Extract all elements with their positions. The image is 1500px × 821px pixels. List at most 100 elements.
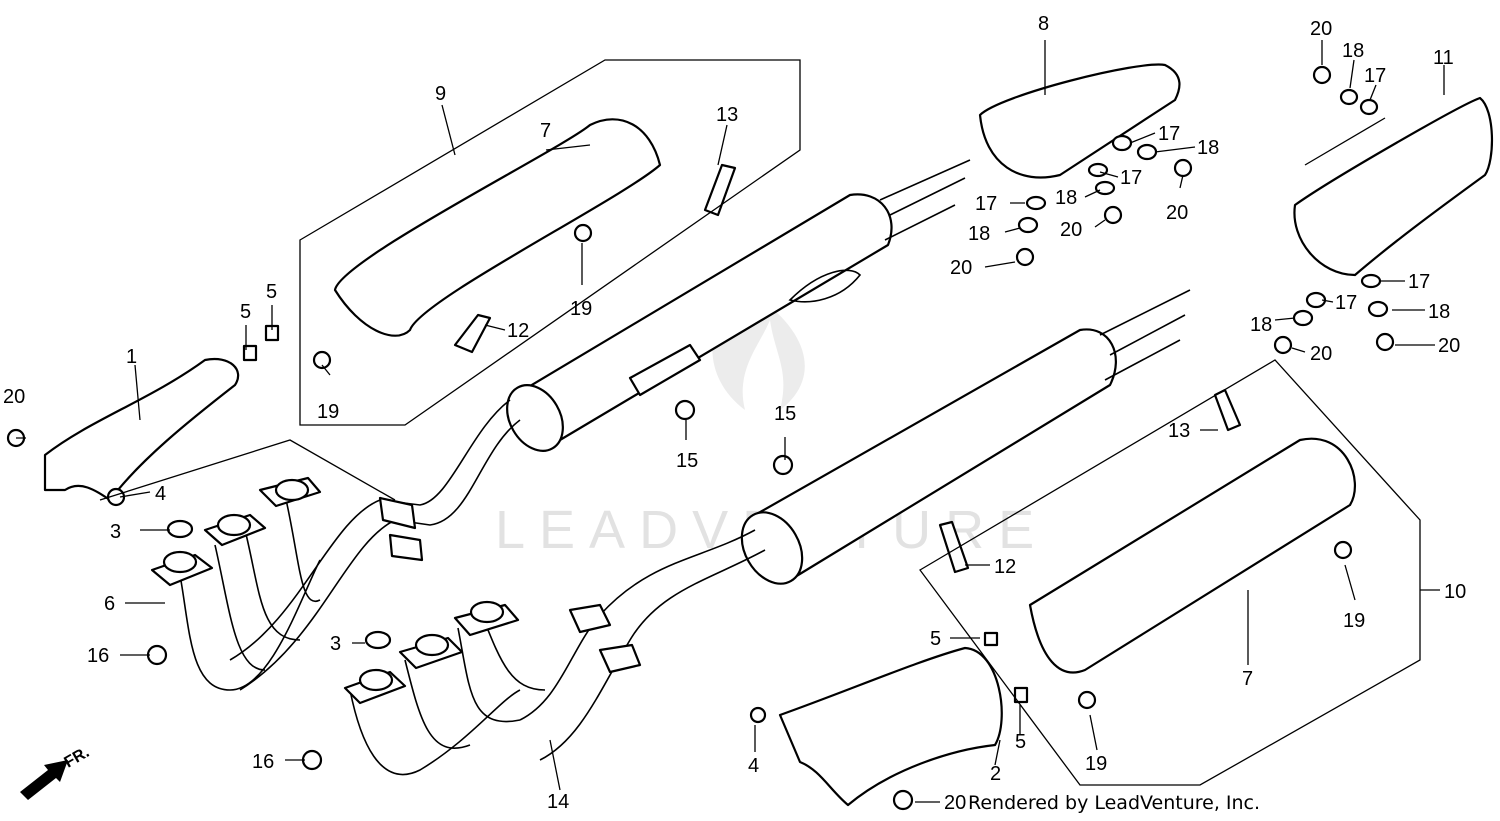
washer-17-a [1111,134,1133,152]
callout-17-a: 17 [1158,123,1180,145]
callout-11: 11 [1433,47,1454,69]
callout-5-b: 5 [266,281,277,303]
callout-17-d: 17 [1364,65,1386,87]
upper-tailpipes [879,159,971,241]
callout-13-a: 13 [716,104,738,126]
washer-18-d [1339,88,1359,106]
callout-5-c: 5 [930,628,941,650]
bolt-19-a [312,350,332,370]
lower-tailpipes [1099,289,1191,381]
header-6-port-1 [162,550,198,574]
callout-20-f: 20 [1310,343,1332,365]
callout-7-a: 7 [540,120,551,142]
callout-14: 14 [547,791,569,813]
group-outline-10 [919,359,1421,786]
header-6-pipes [179,494,321,691]
upper-muffler-bracket [628,343,702,397]
washer-18-b [1094,180,1116,196]
callout-4-b: 4 [748,755,759,777]
callout-20-b: 20 [1166,202,1188,224]
callout-17-c: 17 [975,193,997,215]
washer-18-e [1292,309,1314,327]
washer-18-c [1017,216,1039,234]
gasket-3-b [364,630,392,650]
callout-17-b: 17 [1120,167,1142,189]
callout-2: 2 [990,763,1001,785]
parts-artwork [6,40,1493,811]
nut-5-c [983,631,999,647]
header-6-port-2 [216,513,252,537]
washer-4-b [749,706,767,724]
callout-18-a: 18 [1197,137,1219,159]
heat-guard-2 [778,646,1003,807]
callout-7-b: 7 [1242,668,1253,690]
lower-pipe-collar-a [568,603,612,634]
nut-16-b [301,749,323,771]
callout-17-e: 17 [1408,271,1430,293]
callout-16-a: 16 [87,645,109,667]
header-14-port-2 [414,633,450,657]
callout-19-d: 19 [1085,753,1107,775]
callout-13-b: 13 [1168,420,1190,442]
upper-pipe-collar-a [378,496,417,530]
callout-17-f: 17 [1335,292,1357,314]
bolt-19-d [1077,690,1097,710]
callout-9: 9 [435,83,446,105]
washer-18-a [1136,143,1158,161]
bolt-20-f [1273,335,1293,355]
lower-exhaust-pipes [519,529,766,761]
bolt-20-e [1312,65,1332,85]
callout-20-h: 20 [944,792,966,814]
callout-12-a: 12 [507,320,529,342]
bolt-20-h [892,789,914,811]
header-14-pipes [349,609,546,776]
callout-10: 10 [1444,581,1466,603]
bolt-20-c [1103,205,1123,225]
muffler-protector-7-upper [333,118,662,337]
callout-15-b: 15 [676,450,698,472]
washer-17-e [1360,273,1382,289]
front-direction-arrow: FR. [20,744,92,800]
callout-labels: 20 1 5 5 4 3 6 16 9 7 19 19 12 13 15 15 … [3,13,1466,814]
lower-muffler-end [740,511,804,585]
callout-20-g: 20 [1438,335,1460,357]
nut-5-a [242,344,258,362]
callout-20-c: 20 [1060,219,1082,241]
end-cover-11 [1293,96,1493,277]
bolt-20-g [1375,332,1395,352]
nut-5-d [1013,686,1029,704]
callout-19-b: 19 [570,298,592,320]
callout-19-a: 19 [317,401,339,423]
heat-guard-1 [43,357,240,502]
callout-6: 6 [104,593,115,615]
nut-15-b [772,454,794,476]
callout-20-a: 20 [3,386,25,408]
callout-20-d: 20 [950,257,972,279]
upper-muffler-emblem [788,269,862,303]
header-14-port-1 [358,668,394,692]
washer-17-b [1087,162,1109,178]
group-outline-11 [1304,117,1386,166]
credit-text: Rendered by LeadVenture, Inc. [968,792,1260,814]
callout-20-e: 20 [1310,18,1332,40]
callout-5-d: 5 [1015,731,1026,753]
callout-18-f: 18 [1428,301,1450,323]
bolt-20-b [1173,158,1193,178]
bracket-12-lower [938,520,970,574]
group-outline-9 [299,59,801,426]
callout-16-b: 16 [252,751,274,773]
callout-4-a: 4 [155,483,166,505]
washer-17-c [1025,195,1047,211]
header-14-port-3 [469,600,505,624]
arrow-icon [20,760,68,800]
callout-18-c: 18 [968,223,990,245]
callout-19-c: 19 [1343,610,1365,632]
callout-15-a: 15 [774,403,796,425]
leader-lines [16,40,1445,803]
gasket-3-a [166,519,194,539]
callout-1: 1 [126,346,137,368]
callout-18-d: 18 [1342,40,1364,62]
callout-8: 8 [1038,13,1049,35]
upper-muffler-end [506,384,564,452]
